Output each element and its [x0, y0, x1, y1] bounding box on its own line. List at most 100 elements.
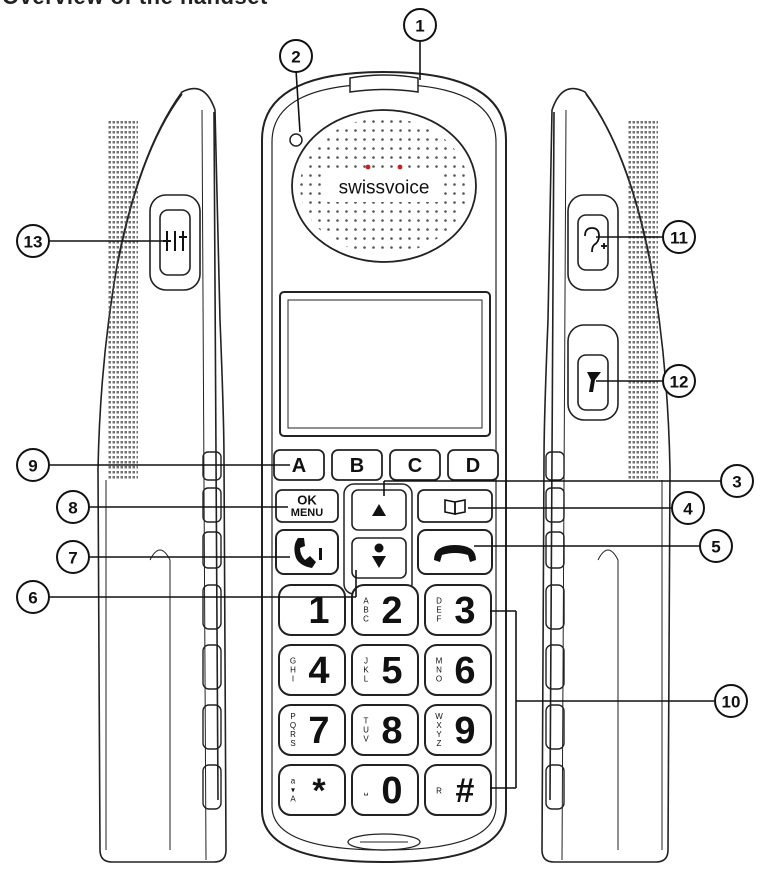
svg-text:V: V — [363, 735, 369, 744]
callout-number: 9 — [28, 457, 37, 476]
keypad-key[interactable] — [424, 644, 492, 696]
svg-text:C: C — [363, 615, 369, 624]
menu-ok-line2: MENU — [291, 507, 323, 519]
keypad-key[interactable] — [351, 764, 419, 816]
callout-badge — [279, 39, 313, 73]
svg-text:K: K — [363, 666, 369, 675]
hangup-icon — [434, 545, 476, 562]
svg-text:U: U — [363, 726, 369, 735]
svg-text:J: J — [364, 657, 368, 666]
key-d-label: D — [466, 455, 480, 477]
callout-number: 1 — [415, 17, 424, 36]
handset-speaker-icon — [294, 538, 322, 568]
keypad-digit: * — [312, 772, 326, 810]
svg-text:M: M — [436, 657, 443, 666]
keypad-digit: 4 — [308, 650, 329, 692]
handset-front: swissvoice A B C D OK MENU — [261, 70, 507, 864]
keypad-digit: 5 — [381, 650, 402, 692]
callout-number: 7 — [68, 549, 77, 568]
keypad-digit: 6 — [454, 650, 475, 692]
menu-ok-line1: OK — [297, 493, 317, 508]
arrow-down-icon — [372, 556, 386, 568]
keypad-letters: JKL — [363, 657, 369, 684]
keypad-key[interactable] — [424, 764, 492, 816]
svg-text:I: I — [292, 675, 294, 684]
keypad-key[interactable] — [351, 704, 419, 756]
keypad-digit: 1 — [308, 590, 329, 632]
keypad-digit: 0 — [381, 770, 402, 812]
keypad-digit: 8 — [381, 710, 402, 752]
svg-text:▾: ▾ — [291, 786, 295, 795]
callout-number: 13 — [24, 233, 43, 252]
svg-text:O: O — [436, 675, 442, 684]
callout-badge — [714, 684, 748, 718]
keypad-key[interactable] — [278, 764, 346, 816]
menu-ok-button[interactable] — [275, 489, 339, 523]
keypad-letters: ␣ — [363, 787, 368, 796]
keypad-digit: 2 — [381, 590, 402, 632]
svg-text:E: E — [436, 606, 441, 615]
callout-number: 6 — [28, 589, 37, 608]
left-side-view — [97, 87, 227, 863]
svg-text:A: A — [363, 597, 369, 606]
keypad-key[interactable] — [424, 704, 492, 756]
svg-text:W: W — [435, 712, 443, 721]
svg-text:T: T — [364, 717, 369, 726]
keypad-letters: TUV — [363, 717, 369, 744]
svg-text:F: F — [437, 615, 442, 624]
keypad-key[interactable] — [351, 584, 419, 636]
keypad-letters: MNO — [436, 657, 443, 684]
leader-lines — [50, 42, 720, 789]
callout-number: 12 — [670, 373, 689, 392]
keypad-key[interactable] — [278, 704, 346, 756]
svg-text:X: X — [436, 721, 442, 730]
key-c[interactable] — [389, 449, 441, 481]
callout-badge — [403, 8, 437, 42]
callout-badge — [16, 224, 50, 258]
keypad-letters: GHI — [290, 657, 296, 684]
brand-logo: swissvoice — [339, 178, 430, 199]
page-title: Overview of the handset — [2, 0, 268, 10]
svg-text:G: G — [290, 657, 296, 666]
callout-number: 3 — [732, 473, 741, 492]
keypad-key[interactable] — [351, 644, 419, 696]
svg-text:P: P — [290, 712, 295, 721]
callout-number: 5 — [711, 538, 720, 557]
indicator-led — [289, 133, 303, 147]
svg-text:Y: Y — [436, 730, 442, 739]
svg-text:A: A — [290, 795, 296, 804]
svg-text:N: N — [436, 666, 442, 675]
callout-badge — [56, 540, 90, 574]
key-d[interactable] — [447, 449, 499, 481]
callout-number: 10 — [722, 693, 741, 712]
keypad-digit: 7 — [308, 710, 329, 752]
right-side-view — [541, 87, 671, 863]
callout-badge — [720, 464, 754, 498]
key-c-label: C — [408, 455, 422, 477]
earpiece: swissvoice — [291, 109, 477, 263]
svg-text:Q: Q — [290, 721, 296, 730]
keypad-key[interactable] — [278, 644, 346, 696]
equalizer-icon — [163, 231, 187, 251]
callout-badge — [16, 448, 50, 482]
callout-badge — [662, 364, 696, 398]
key-b-label: B — [350, 455, 364, 477]
keypad-letters: DEF — [436, 597, 442, 624]
callout-number: 11 — [670, 229, 688, 248]
callout-badge — [662, 220, 696, 254]
arrow-up-icon — [372, 504, 386, 516]
keypad-digit: 9 — [454, 710, 475, 752]
key-b[interactable] — [331, 449, 383, 481]
svg-text:L: L — [364, 675, 369, 684]
ear-plus-icon — [584, 227, 607, 253]
call-button[interactable] — [275, 529, 339, 575]
svg-text:D: D — [436, 597, 442, 606]
callout-number: 4 — [683, 500, 693, 519]
keypad-digit: 3 — [454, 590, 475, 632]
keypad-letters: a▾A — [290, 777, 296, 804]
callout-badge — [16, 580, 50, 614]
keypad-digit: # — [456, 772, 475, 810]
keypad-key[interactable] — [424, 584, 492, 636]
